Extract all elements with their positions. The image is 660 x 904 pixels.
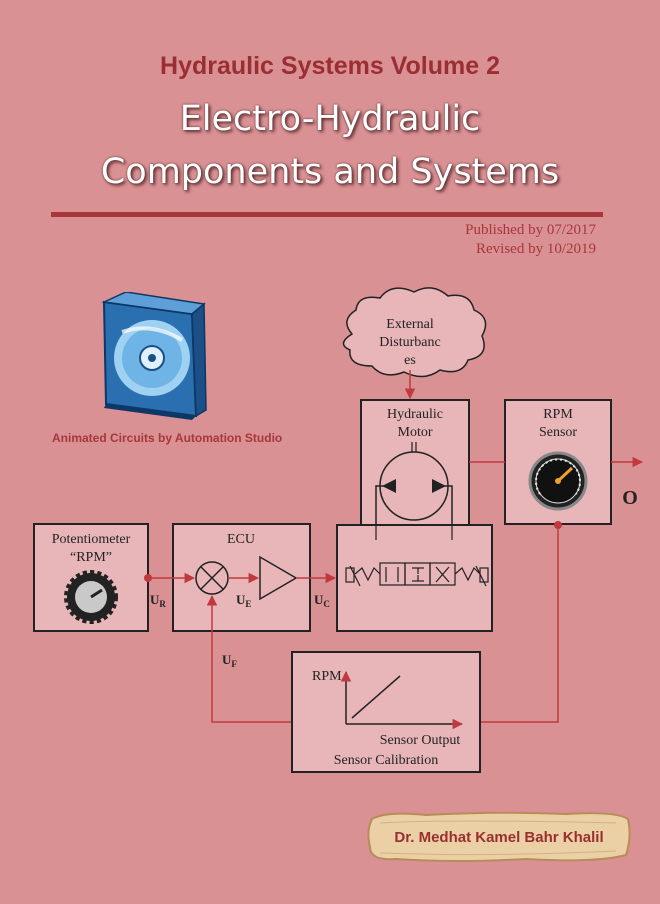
speedometer-icon [528,451,588,511]
ue-subscript: E [245,599,251,609]
sensor-calibration-box [291,651,481,773]
motor-label-2: Motor [398,425,433,440]
series-title: Hydraulic Systems Volume 2 [160,52,500,80]
pot-label-2: “RPM” [70,550,112,565]
published-date: Published by 07/2017 [465,222,596,238]
svg-text:UC: UC [314,592,330,609]
calib-x-label: Sensor Output [380,733,461,748]
disturbance-cloud [342,287,487,378]
svg-text:UR: UR [150,592,166,609]
cd-case-icon [101,292,207,420]
servo-valve-box [336,524,493,632]
cd-caption: Animated Circuits by Automation Studio [52,431,283,445]
motor-label-1: Hydraulic [387,407,443,422]
ue-label: U [236,592,246,607]
calib-title: Sensor Calibration [334,753,439,768]
svg-text:UF: UF [222,652,237,669]
uf-label: U [222,652,232,667]
uc-label: U [314,592,324,607]
disturbance-label-1: External [386,317,434,332]
output-label: O [622,487,638,509]
revised-date: Revised by 10/2019 [476,241,596,257]
sensor-label-2: Sensor [539,425,577,440]
uf-subscript: F [231,659,237,669]
ur-subscript: R [159,599,166,609]
ur-label: U [150,592,160,607]
svg-text:UE: UE [236,592,251,609]
ecu-label: ECU [227,532,255,547]
calibration-curve [351,675,401,719]
pot-label-1: Potentiometer [52,532,131,547]
amplifier-icon [259,555,298,601]
disturbance-label-3: es [404,353,416,368]
author-name: Dr. Medhat Kamel Bahr Khalil [394,828,604,846]
sensor-label-1: RPM [543,407,573,422]
main-title-line-2: Components and Systems [100,152,560,192]
author-banner [367,811,631,862]
main-title-line-1: Electro-Hydraulic [179,99,481,139]
potentiometer-knob-icon [64,570,118,624]
calib-y-label: RPM [312,669,342,684]
disturbance-label-2: Disturbanc [379,335,440,350]
title-divider [51,212,603,217]
uc-subscript: C [323,599,330,609]
valve-symbol [345,562,489,587]
